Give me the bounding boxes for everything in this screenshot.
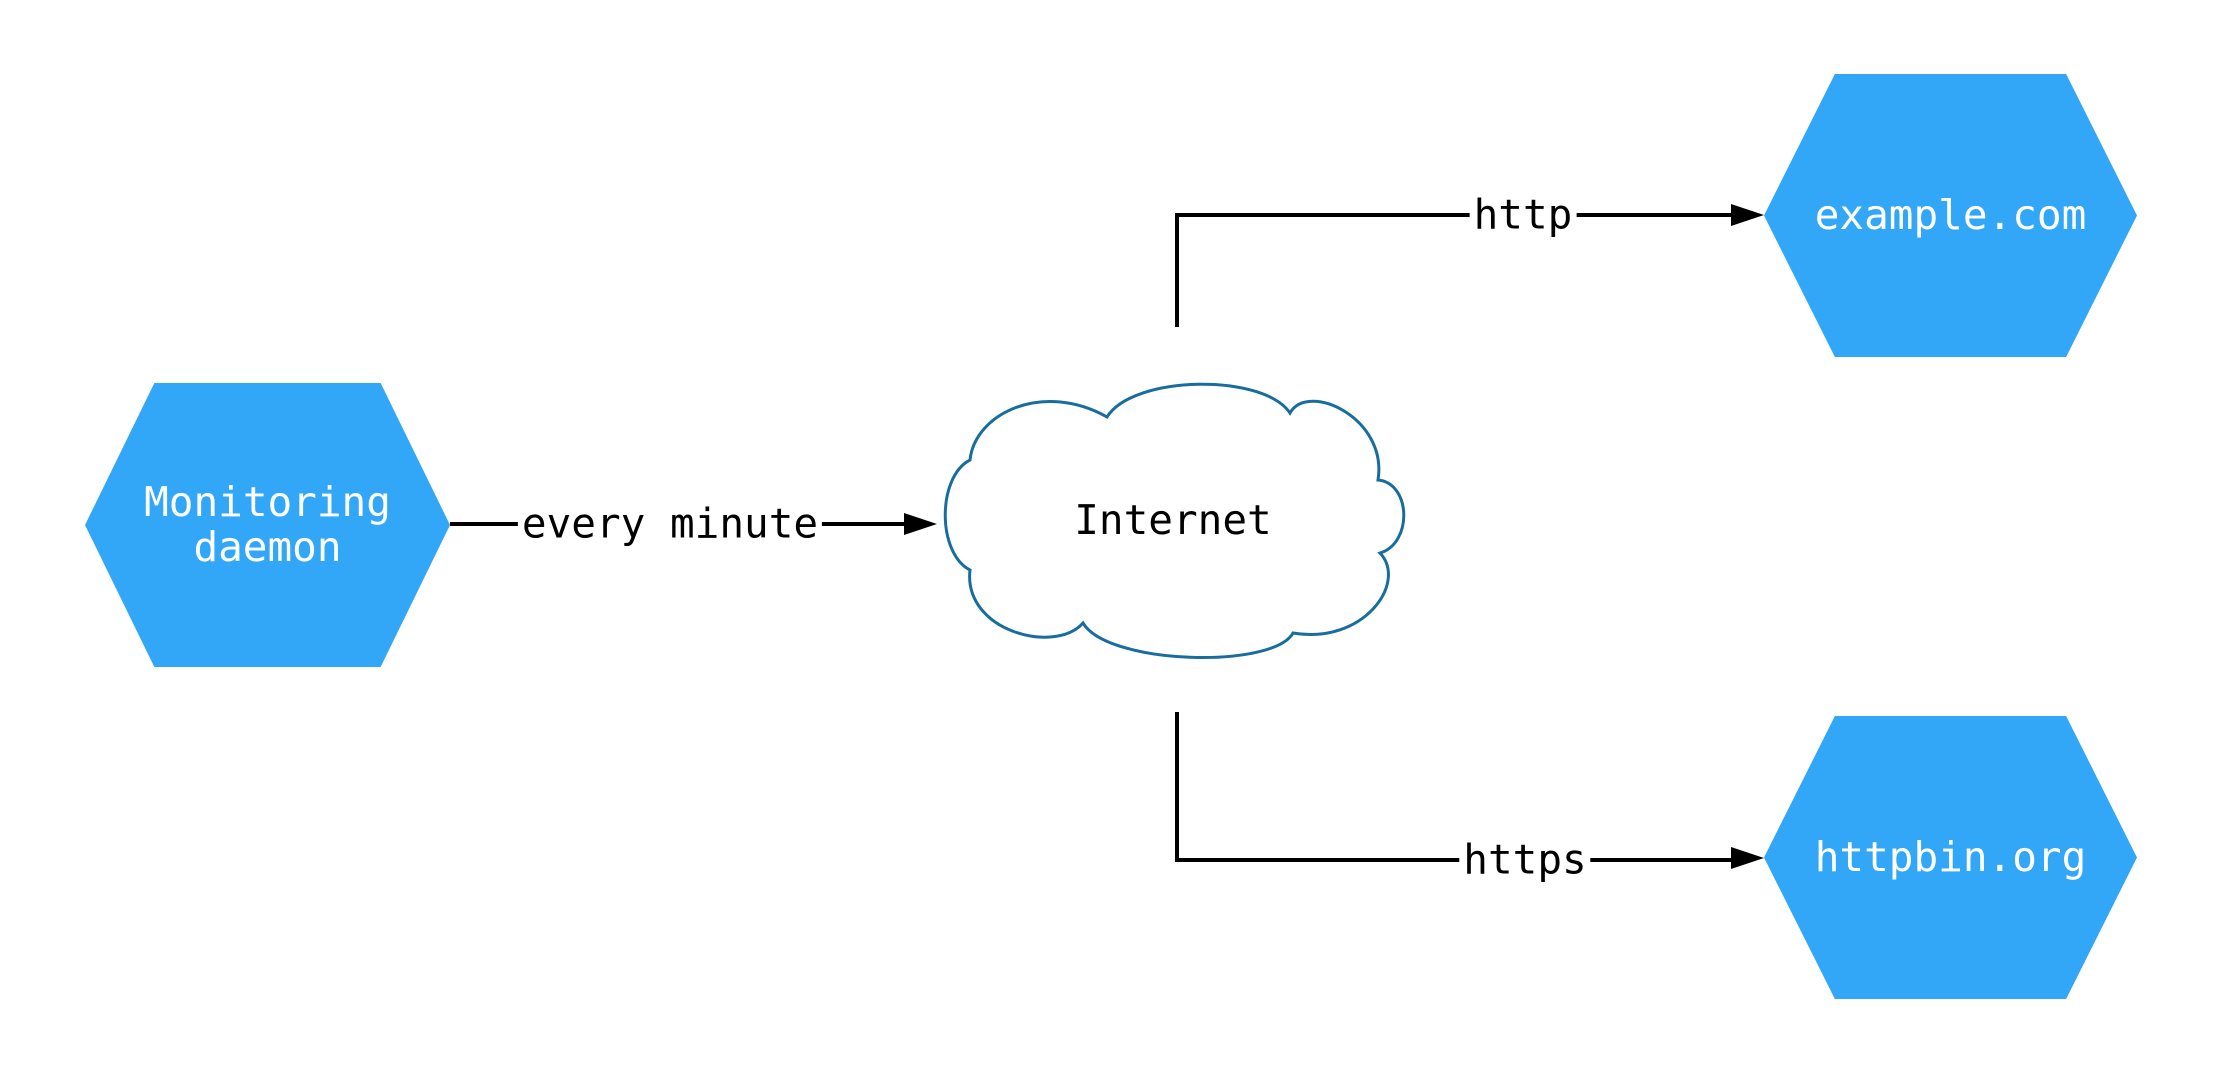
arrowhead-icon: [1731, 847, 1764, 869]
node-internet: Internet: [943, 383, 1403, 657]
node-monitoring-daemon-label: Monitoring daemon: [144, 477, 391, 571]
edge-label-every-minute: every minute: [517, 501, 823, 547]
node-example-com-label: example.com: [1814, 190, 2087, 239]
node-internet-label: Internet: [1074, 496, 1272, 544]
node-httpbin-org: httpbin.org: [1764, 716, 2137, 999]
edge-internet-to-example: [1175, 213, 1733, 327]
edge-label-https: https: [1459, 837, 1591, 883]
node-example-com: example.com: [1764, 74, 2137, 357]
node-monitoring-daemon: Monitoring daemon: [85, 383, 450, 667]
edge-label-http: http: [1469, 192, 1577, 238]
cloud-icon: [943, 382, 1406, 659]
arrowhead-icon: [904, 513, 937, 535]
arrowhead-icon: [1731, 204, 1764, 226]
node-httpbin-org-label: httpbin.org: [1814, 832, 2087, 881]
edge-internet-to-httpbin: [1175, 712, 1733, 862]
